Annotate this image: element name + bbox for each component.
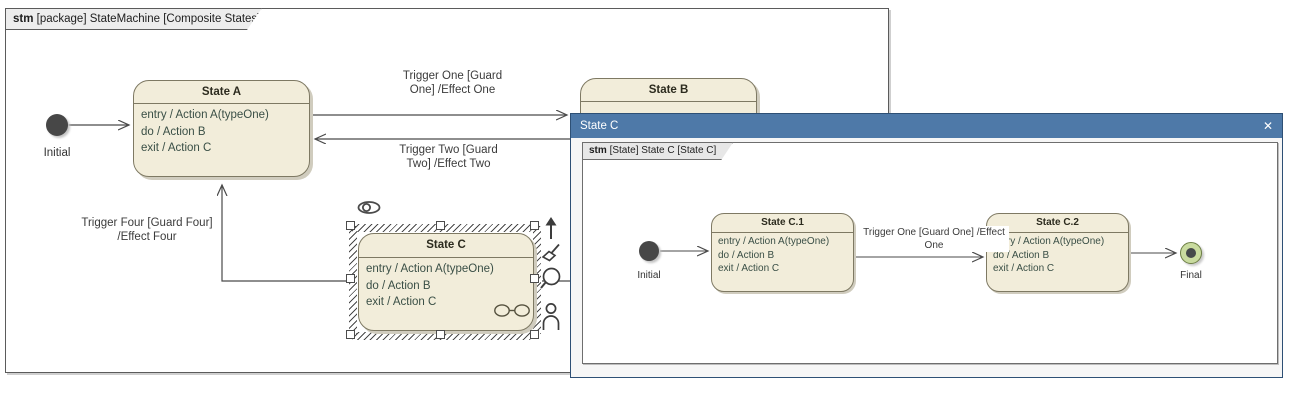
inner-diagram-frame bbox=[582, 142, 1278, 364]
state-feature: entry / Action A(typeOne) bbox=[141, 109, 269, 121]
state-c-title: State C bbox=[359, 234, 533, 258]
window-titlebar[interactable]: State C ✕ bbox=[571, 114, 1282, 138]
state-c1-title: State C.1 bbox=[712, 214, 853, 233]
inner-transition-label[interactable]: Trigger One [Guard One] /Effect One bbox=[859, 226, 1009, 252]
transition-label-trigger-one[interactable]: Trigger One [Guard One] /Effect One bbox=[402, 70, 503, 96]
inner-initial-label: Initial bbox=[637, 270, 661, 281]
resize-handle-se[interactable] bbox=[530, 330, 539, 339]
state-feature: entry / Action A(typeOne) bbox=[993, 236, 1105, 247]
frame-tab-keyword: stm bbox=[13, 13, 34, 25]
state-feature: exit / Action C bbox=[141, 142, 212, 154]
final-node-label: Final bbox=[1180, 270, 1202, 281]
initial-node-label: Initial bbox=[43, 147, 71, 159]
state-c-window[interactable]: State C ✕ stm [State] State C [State C] … bbox=[570, 113, 1283, 378]
state-feature: exit / Action C bbox=[366, 296, 437, 308]
resize-handle-n[interactable] bbox=[436, 221, 445, 230]
state-feature: do / Action B bbox=[366, 279, 431, 292]
state-c2-title: State C.2 bbox=[987, 214, 1128, 233]
final-node[interactable] bbox=[1180, 242, 1202, 264]
window-title: State C bbox=[580, 120, 619, 132]
frame-tab-label: [package] StateMachine [Composite States… bbox=[33, 13, 261, 25]
state-c[interactable]: State C entry / Action A(typeOne) do / A… bbox=[358, 233, 534, 331]
resize-handle-w[interactable] bbox=[346, 274, 355, 283]
inner-frame-tab-label: [State] State C [State C] bbox=[606, 145, 717, 156]
state-c2[interactable]: State C.2 entry / Action A(typeOne) do /… bbox=[986, 213, 1129, 292]
resize-handle-nw[interactable] bbox=[346, 221, 355, 230]
state-feature: entry / Action A(typeOne) bbox=[718, 236, 830, 247]
inner-frame-tab-keyword: stm bbox=[589, 145, 607, 156]
resize-handle-ne[interactable] bbox=[530, 221, 539, 230]
final-node-dot bbox=[1186, 248, 1196, 258]
transition-label-trigger-two[interactable]: Trigger Two [Guard Two] /Effect Two bbox=[399, 144, 498, 170]
state-feature: exit / Action C bbox=[718, 263, 780, 274]
state-feature: exit / Action C bbox=[993, 263, 1055, 274]
state-a-title: State A bbox=[134, 81, 309, 104]
resize-handle-sw[interactable] bbox=[346, 330, 355, 339]
resize-handle-e[interactable] bbox=[530, 274, 539, 283]
state-a[interactable]: State A entry / Action A(typeOne) do / A… bbox=[133, 80, 310, 177]
state-b-title: State B bbox=[581, 79, 756, 102]
close-icon[interactable]: ✕ bbox=[1262, 119, 1273, 133]
inner-initial-node[interactable] bbox=[639, 241, 659, 261]
state-feature: do / Action B bbox=[993, 249, 1050, 261]
state-feature: do / Action B bbox=[141, 125, 206, 138]
state-c1[interactable]: State C.1 entry / Action A(typeOne) do /… bbox=[711, 213, 854, 292]
transition-label-trigger-four[interactable]: Trigger Four [Guard Four] /Effect Four bbox=[81, 217, 213, 243]
main-frame-tab: stm [package] StateMachine [Composite St… bbox=[5, 8, 262, 30]
initial-node[interactable] bbox=[46, 114, 68, 136]
state-feature: do / Action B bbox=[718, 249, 775, 261]
inner-frame-tab: stm [State] State C [State C] bbox=[582, 142, 733, 160]
resize-handle-s[interactable] bbox=[436, 330, 445, 339]
state-feature: entry / Action A(typeOne) bbox=[366, 263, 494, 275]
